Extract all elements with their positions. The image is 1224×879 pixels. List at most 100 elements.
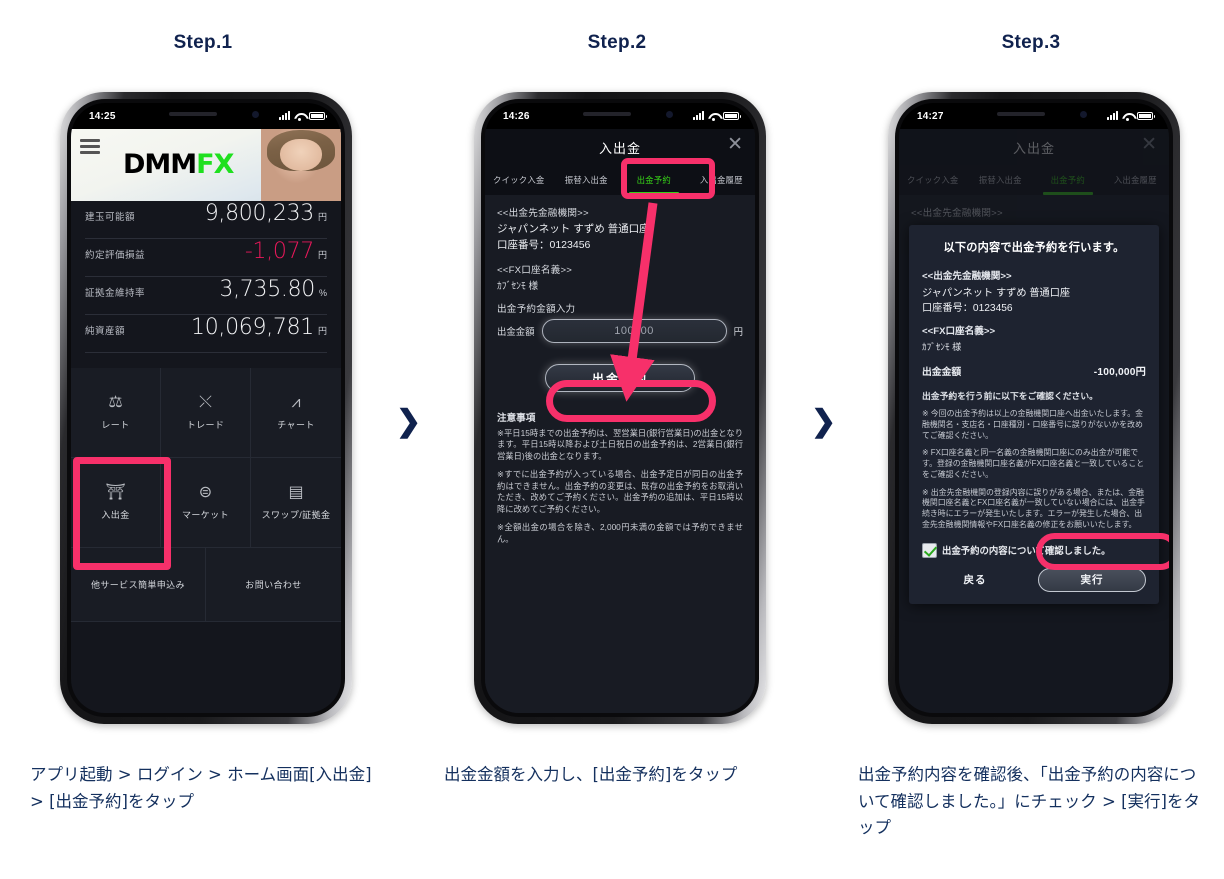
confirm-checkbox-row[interactable]: 出金予約の内容について確認しました。 [922,542,1146,558]
battery-icon [1137,112,1155,120]
tab-withdrawal-reservation[interactable]: 出金予約 [1034,165,1102,195]
page-title: 入出金 [899,129,1169,165]
close-icon[interactable]: ✕ [727,134,743,155]
menu-tile-chart[interactable]: ⩘ チャート [251,368,341,458]
fx-account-name: ｶﾌﾞｾﾝﾓ 様 [922,342,962,352]
menu-tile-label: トレード [186,419,225,430]
amount-value: -100,000円 [1093,367,1146,378]
step-separator-chevron-2: ❯ [811,405,837,438]
bank-heading: <<出金先金融機関>> [922,271,1012,282]
app-banner: DMMFX [71,129,341,201]
tab-history[interactable]: 入出金履歴 [1113,175,1157,185]
stat-number: -1,077 [244,239,314,264]
menu-tile-trade[interactable]: ⤬ トレード [161,368,251,458]
withdrawal-form: <<出金先金融機関>> ジャパンネット すずめ 普通口座 口座番号：012345… [485,195,755,713]
chart-icon: ⩘ [291,393,301,411]
close-icon[interactable]: ✕ [1141,134,1157,155]
amount-label: 出金金額 [497,326,535,337]
tab-transfer[interactable]: 振替入出金 [564,175,608,185]
notch [545,103,695,126]
logo-fx-text: FX [196,149,234,180]
page-title: 入出金 [485,129,755,165]
home-menu-grid: ⚖ レート ⤬ トレード ⩘ チャート [71,368,341,622]
menu-tile-label: チャート [277,419,315,430]
battery-icon [309,112,327,120]
menu-tile-label: 入出金 [101,509,130,520]
status-indicators [1107,111,1155,121]
signal-icon [1107,111,1118,120]
status-indicators [279,111,327,121]
tab-withdrawal-reservation[interactable]: 出金予約 [620,165,688,195]
dialog-note: ※ 今回の出金予約は以上の金融機関口座へ出金いたします。金融機関名・支店名・口座… [922,409,1144,440]
dialog-title: 以下の内容で出金予約を行います。 [943,242,1125,254]
step-column-2: Step.2 14:26 [422,0,812,879]
step-2-caption: 出金金額を入力し、[出金予約]をタップ [444,765,738,784]
stat-value-group: 3,735.80 % [219,277,327,302]
dialog-note: ※ FX口座名義と同一名義の金融機関口座にのみ出金が可能です。登録の金融機関口座… [922,448,1145,479]
front-camera-icon [252,111,259,118]
tab-bar: クイック入金 振替入出金 出金予約 入出金履歴 [485,165,755,195]
back-button[interactable]: 戻る [963,574,987,586]
notch [131,103,281,126]
phone-screen-3: 14:27 入出金 ✕ [899,103,1169,713]
swap-margin-icon: ▤ [288,483,304,501]
phone-frame: 14:26 入出金 ✕ [474,92,766,724]
wifi-icon [1122,112,1133,121]
menu-tile-label: お問い合わせ [245,580,302,590]
menu-tile-deposit-withdraw[interactable]: ⛩ 入出金 [71,458,161,548]
earpiece-speaker [583,112,631,116]
signal-icon [279,111,290,120]
confirm-lead-text: 出金予約を行う前に以下をご確認ください。 [922,391,1098,401]
stat-label: 純資産額 [85,326,126,337]
wifi-icon [294,112,305,121]
stat-label: 証拠金維持率 [85,288,146,299]
amount-section-label: 出金予約金額入力 [497,304,576,315]
front-camera-icon [666,111,673,118]
withdrawal-reservation-button[interactable]: 出金予約 [545,364,695,392]
tab-quick-deposit[interactable]: クイック入金 [493,175,545,185]
status-time: 14:27 [917,110,944,122]
phone-frame: 14:27 入出金 ✕ [888,92,1180,724]
bank-heading: <<出金先金融機関>> [497,208,589,219]
confirmation-dialog: 以下の内容で出金予約を行います。 <<出金先金融機関>> ジャパンネット すずめ… [909,225,1159,604]
confirm-checkbox[interactable] [922,542,937,558]
amount-input-row: 出金金額 100000 円 [497,319,743,343]
fx-account-heading: <<FX口座名義>> [497,265,573,276]
step-3-title: Step.3 [1001,32,1061,53]
menu-tile-market[interactable]: ⊜ マーケット [161,458,251,548]
amount-unit: 円 [733,326,743,337]
phone-bezel: 14:26 入出金 ✕ [481,99,759,717]
stat-unit: % [318,288,327,298]
hamburger-icon[interactable] [80,139,100,157]
menu-tile-contact[interactable]: お問い合わせ [206,548,341,622]
tab-quick-deposit[interactable]: クイック入金 [907,175,959,185]
account-summary: 建玉可能額 9,800,233 円 約定評価損益 -1,077 [71,201,341,353]
stat-unit: 円 [317,326,327,336]
tab-history[interactable]: 入出金履歴 [699,175,743,185]
execute-button[interactable]: 実行 [1038,567,1146,592]
stat-row: 建玉可能額 9,800,233 円 [85,201,327,239]
logo-dmm-text: DMM [123,149,197,180]
stat-value-group: 9,800,233 円 [205,201,327,226]
amount-input[interactable]: 100000 [541,319,727,343]
stat-row: 純資産額 10,069,781 円 [85,315,327,353]
phone-bezel: 14:25 [67,99,345,717]
notes-section: 注意事項 ※平日15時までの出金予約は、翌営業日(銀行営業日)の出金となります。… [497,410,743,545]
dialog-buttons: 戻る 実行 [922,567,1146,592]
step-column-3: Step.3 14:27 [836,0,1224,879]
note-item: ※すでに出金予約が入っている場合、出金予定日が同日の出金予約はできません。出金予… [497,469,743,514]
menu-tile-rate[interactable]: ⚖ レート [71,368,161,458]
earpiece-speaker [169,112,217,116]
stat-number: 9,800,233 [204,201,315,226]
status-time: 14:25 [89,110,116,122]
stat-number: 3,735.80 [219,277,315,302]
menu-tile-swap-margin[interactable]: ▤ スワップ/証拠金 [251,458,341,548]
banner-model-image [261,129,341,201]
menu-tile-label: 他サービス簡単申込み [90,580,185,590]
dmm-fx-logo: DMMFX [123,149,234,180]
menu-grid-row-2: ⛩ 入出金 ⊜ マーケット ▤ スワップ/証拠金 [71,458,341,548]
step-3-caption: 出金予約内容を確認後、「出金予約の内容について確認しました。」にチェック > [… [858,765,1200,838]
menu-tile-other-services[interactable]: 他サービス簡単申込み [71,548,206,622]
tab-transfer[interactable]: 振替入出金 [978,175,1022,185]
